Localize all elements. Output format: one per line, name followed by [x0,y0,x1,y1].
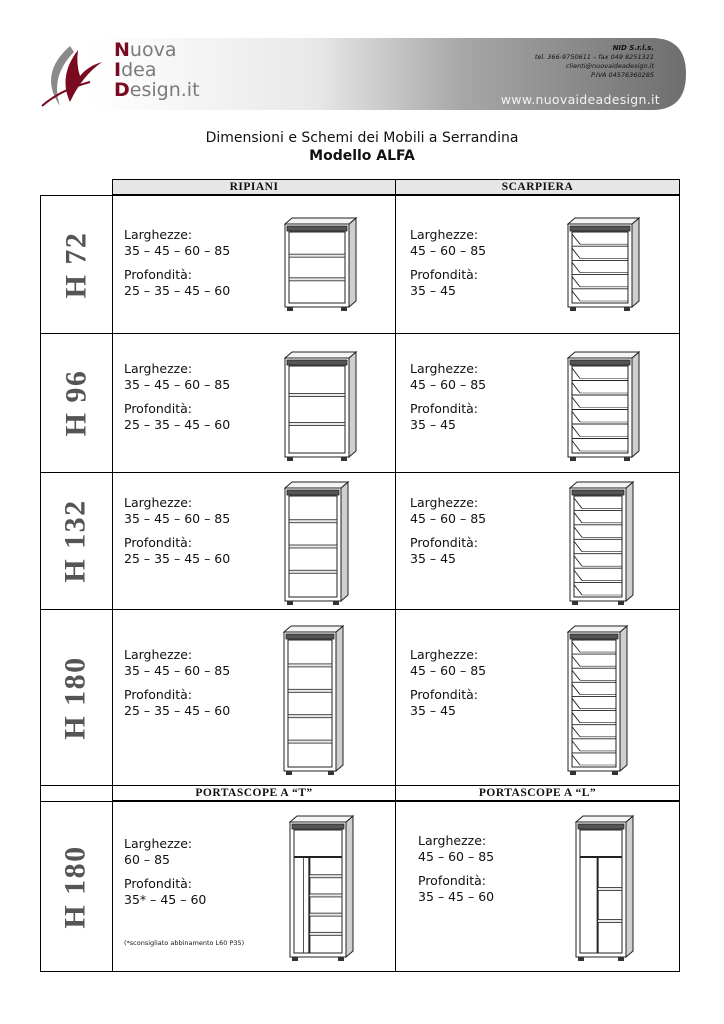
table-row-line [40,801,680,802]
cabinet-diagram-portascope-l [574,814,635,961]
website-link[interactable]: www.nuovaideadesign.it [500,92,660,107]
company-name: NID S.r.l.s. [612,44,654,52]
cabinet-diagram-ripiani-h132 [283,480,350,605]
logo-wordmark: Nuova Idea Design.it [114,39,200,101]
cabinet-diagram-scarpiera-h72 [566,216,641,311]
spec-scarpiera: Larghezze:45 – 60 – 85 Profondità:35 – 4… [410,361,487,432]
cabinet-diagram-ripiani-h180 [282,624,345,775]
company-email: clienti@nuovaideadesign.it [565,62,654,70]
spec-ripiani: Larghezze:35 – 45 – 60 – 85 Profondità:2… [124,647,231,718]
company-phone: tel. 366-9750611 – fax 049 8251321 [534,53,654,61]
spec-portascope-l: Larghezze:45 – 60 – 85 Profondità:35 – 4… [418,833,495,904]
banner-background [41,38,686,110]
cabinet-diagram-ripiani-h72 [283,216,358,311]
cabinet-diagram-scarpiera-h180 [566,624,629,775]
height-label: H 72 [59,231,92,298]
cabinet-diagram-scarpiera-h96 [566,350,641,461]
table-border-right [679,179,680,972]
table-row-line [40,971,680,972]
page-subtitle: Modello ALFA [309,148,415,164]
page-title: Dimensioni e Schemi dei Mobili a Serrand… [205,130,519,146]
cabinet-diagram-ripiani-h96 [283,350,358,461]
table-divider-middle [395,179,396,972]
height-label: H 180 [59,844,92,929]
height-label: H 96 [59,369,92,437]
table-row-line [40,472,680,473]
table-divider-left [112,179,113,972]
table-border-left [40,195,41,972]
spec-ripiani: Larghezze:35 – 45 – 60 – 85 Profondità:2… [124,361,231,432]
header-banner: Nuova Idea Design.it NID S.r.l.s. tel. 3… [30,36,690,112]
column-header-portascope-l: PORTASCOPE A “L” [395,785,680,801]
spec-ripiani: Larghezze:35 – 45 – 60 – 85 Profondità:2… [124,227,231,298]
spec-scarpiera: Larghezze:45 – 60 – 85 Profondità:35 – 4… [410,227,487,298]
portascope-footnote: (*sconsigliato abbinamento L60 P35) [124,939,245,947]
table-row-line [40,333,680,334]
company-vat: P.IVA 04576360285 [590,71,654,79]
column-header-scarpiera: SCARPIERA [395,179,680,195]
spec-scarpiera: Larghezze:45 – 60 – 85 Profondità:35 – 4… [410,647,487,718]
cabinet-diagram-portascope-t [288,814,355,961]
table-row-line [40,195,680,196]
height-label: H 180 [59,655,92,740]
column-header-ripiani: RIPIANI [112,179,396,195]
spec-scarpiera: Larghezze:45 – 60 – 85 Profondità:35 – 4… [410,495,487,566]
dimensions-table: RIPIANI SCARPIERA PORTASCOPE A “T” PORTA… [40,179,680,972]
cabinet-diagram-scarpiera-h132 [568,480,635,605]
table-row-line [40,609,680,610]
height-label: H 132 [59,499,92,583]
column-header-portascope-t: PORTASCOPE A “T” [112,785,396,801]
company-contact: NID S.r.l.s. tel. 366-9750611 – fax 049 … [535,44,654,80]
spec-portascope-t: Larghezze:60 – 85 Profondità:35* – 45 – … [124,836,207,907]
spec-ripiani: Larghezze:35 – 45 – 60 – 85 Profondità:2… [124,495,231,566]
